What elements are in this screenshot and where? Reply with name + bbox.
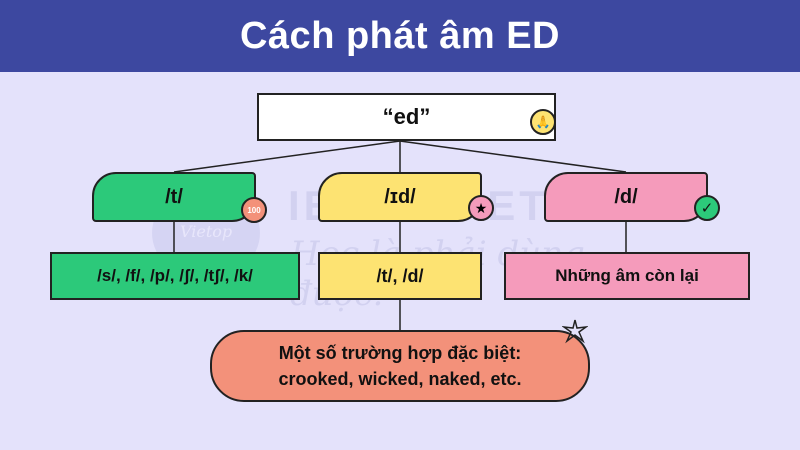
check-mark-icon: ✓ — [694, 195, 720, 221]
connector-root-t — [173, 140, 401, 173]
sparkle-star-icon — [562, 319, 588, 344]
branch-id-node: /ɪd/ — [318, 172, 482, 222]
leaf-d-sounds: Những âm còn lại — [504, 252, 750, 300]
hundred-points-icon: 100 — [241, 197, 267, 223]
root-node: “ed” — [257, 93, 556, 141]
special-cases-line2: crooked, wicked, naked, etc. — [278, 369, 522, 389]
star-icon: ★ — [468, 195, 494, 221]
connector-root-d — [399, 140, 627, 173]
leaf-id-sounds: /t/, /d/ — [318, 252, 482, 300]
branch-t-node: /t/ — [92, 172, 256, 222]
leaf-t-sounds: /s/, /f/, /p/, /ʃ/, /tʃ/, /k/ — [50, 252, 300, 300]
special-cases-node: Một số trường hợp đặc biệt: crooked, wic… — [210, 330, 590, 402]
branch-d-node: /d/ — [544, 172, 708, 222]
special-cases-line1: Một số trường hợp đặc biệt: — [278, 343, 522, 363]
praying-hands-icon: 🙏 — [530, 109, 556, 135]
page-title: Cách phát âm ED — [0, 0, 800, 72]
